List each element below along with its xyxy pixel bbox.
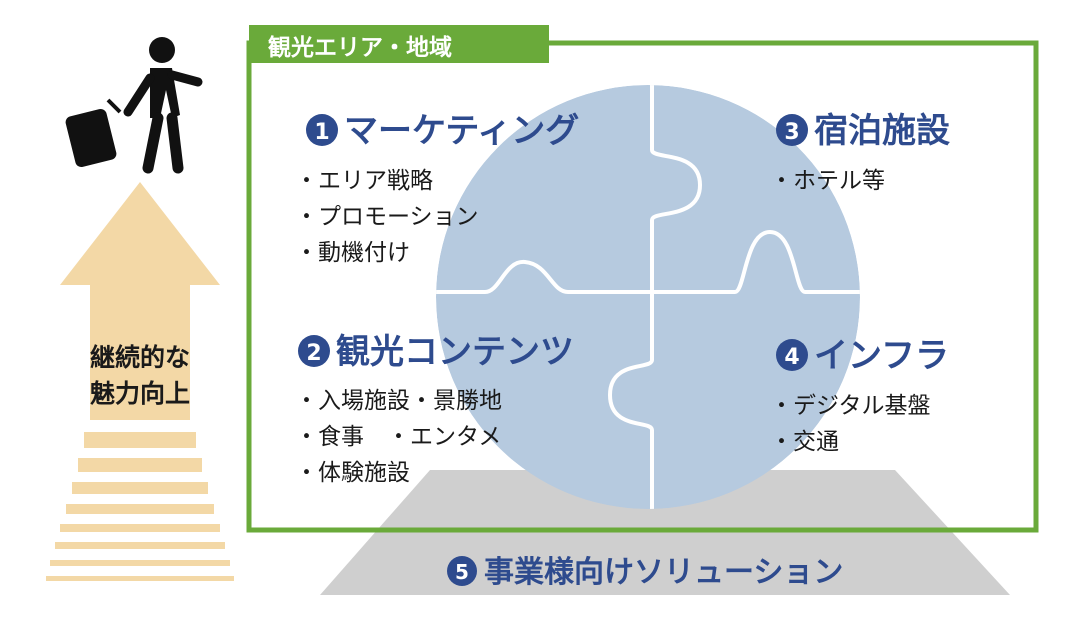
section-number-badge [298,335,330,367]
puzzle-seam-vertical [607,85,703,509]
puzzle-seam-horizontal [436,229,860,294]
section-number: 5 [455,560,469,584]
section-item: ・体験施設 [295,460,410,486]
left-text-line2: 魅力向上 [90,379,190,408]
section-item: ・プロモーション [295,204,479,230]
section-number: 1 [314,120,329,145]
section-infrastructure: 4 インフラ ・デジタル基盤 ・交通 [770,336,949,455]
section-tourism-content: 2 観光コンテンツ ・入場施設・景勝地 ・食事 ・エンタメ ・体験施設 [295,332,574,486]
section-item: ・食事 ・エンタメ [295,424,501,450]
puzzle-circle [436,85,860,509]
area-frame-label-tab [249,25,549,63]
section-number: 2 [306,341,321,366]
section-title: インフラ [814,336,949,376]
section-title: マーケティング [344,111,579,151]
section-number-badge [776,114,808,146]
section-number-badge [447,556,477,586]
upward-arrow-icon [46,182,234,581]
base-title: 事業様向けソリューション [484,555,843,590]
left-text-line1: 継続的な [90,343,190,372]
section-accommodation: 3 宿泊施設 ・ホテル等 [770,111,950,194]
section-title: 観光コンテンツ [336,332,574,372]
section-marketing: 1 マーケティング ・エリア戦略 ・プロモーション ・動機付け [295,111,579,266]
section-number-badge [776,339,808,371]
section-number-badge [306,114,338,146]
section-item: ・動機付け [295,240,410,266]
area-frame-label: 観光エリア・地域 [268,34,452,61]
section-item: ・ホテル等 [770,168,885,194]
section-number: 3 [784,120,799,145]
section-item: ・交通 [770,429,839,455]
section-item: ・入場施設・景勝地 [295,388,502,414]
traveler-with-suitcase-icon [65,37,203,174]
section-title: 宿泊施設 [814,111,950,151]
section-item: ・デジタル基盤 [770,393,931,419]
section-item: ・エリア戦略 [295,168,433,194]
area-frame [246,40,1039,533]
section-number: 4 [784,345,799,370]
base-solution-label: 5 事業様向けソリューション [447,555,843,590]
